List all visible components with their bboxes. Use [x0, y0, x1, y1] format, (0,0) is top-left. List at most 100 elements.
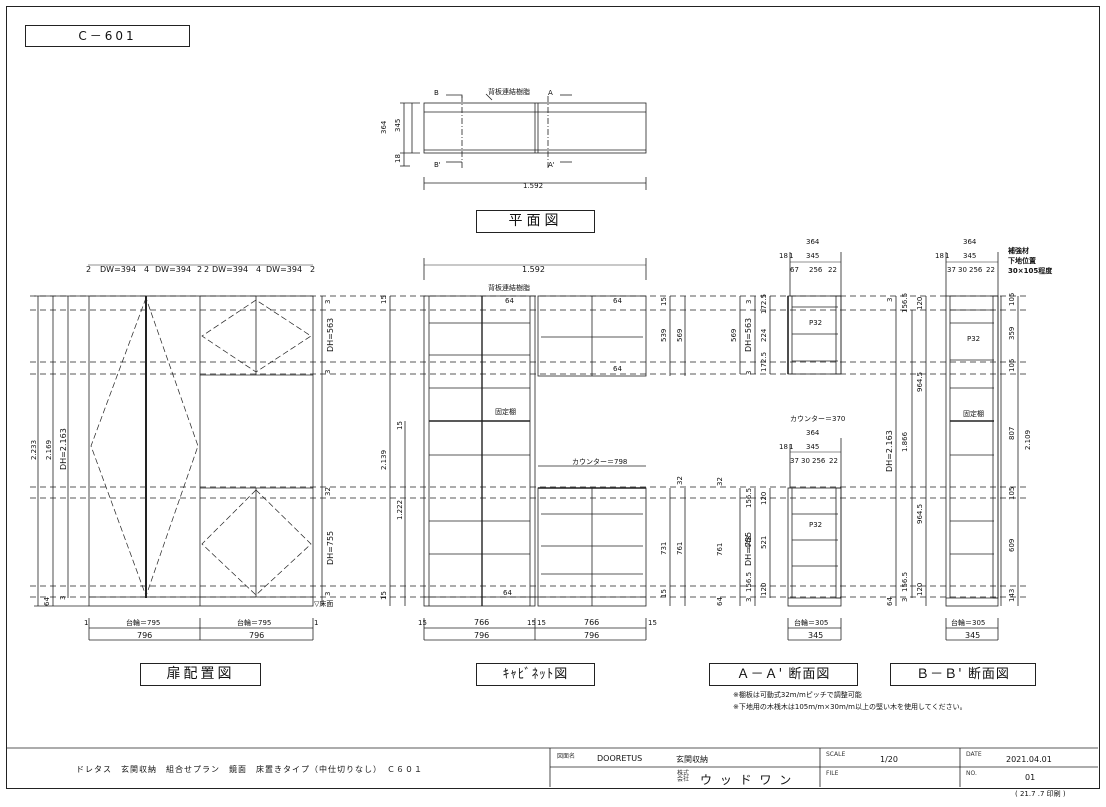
bb-r-143: 143	[1008, 589, 1016, 602]
title-block-date-label: DATE	[966, 751, 982, 758]
cab-h-15e: 15	[660, 589, 668, 598]
title-block-lines	[6, 747, 1098, 787]
section-bb-view	[895, 252, 1019, 641]
title-block-file-label: FILE	[826, 770, 839, 777]
door-gap-64: 64	[43, 597, 51, 606]
aa-v-3a: 3	[745, 300, 753, 304]
aa-v-521: 521	[760, 536, 768, 549]
dw-2: DW=394	[100, 265, 136, 274]
bb-v-1866: 1.866	[901, 431, 909, 452]
aa-top-364: 364	[806, 238, 820, 246]
title-block-description: ドレタス 玄関収納 組合せプラン 鏡面 床置きタイプ（中仕切りなし） Ｃ６０１	[76, 765, 423, 774]
cab-h-15b: 15	[396, 421, 404, 430]
bb-reinforce-1: 補強材	[1007, 246, 1029, 255]
cab-h-1222: 1.222	[396, 500, 404, 520]
section-bb-title-box: Ｂ－Ｂ' 断面図	[890, 663, 1036, 686]
bb-v-156b: 156.5	[901, 572, 909, 592]
door-gap-3c: 3	[324, 592, 332, 596]
title-block-drawing-name-label: 図面名	[557, 753, 576, 760]
bb-v-120b: 120	[916, 583, 924, 596]
cab-w-15l: 15	[418, 619, 427, 627]
cab-back-label: 背板連結樹脂	[488, 283, 530, 292]
sheet-border	[6, 6, 1100, 789]
aa-mid-18: 18	[779, 443, 788, 451]
dw-10: 2	[310, 265, 315, 274]
title-block-product: 玄関収納	[676, 755, 708, 764]
aa-v-448: 448	[745, 536, 753, 549]
plan-depth-inner: 345	[394, 119, 402, 132]
aa-v-172b: 172.5	[760, 352, 768, 372]
door-edge-1: 1	[84, 619, 88, 627]
aa-top-67: 67	[790, 266, 799, 274]
door-view	[34, 264, 323, 641]
aa-v-172a: 172.5	[760, 294, 768, 314]
aa-top-1: 1	[789, 252, 793, 260]
plan-view	[400, 93, 647, 190]
title-block-brand: DOORETUS	[597, 754, 643, 763]
bb-dh: DH=2.163	[885, 430, 894, 472]
cab-counter: カウンター＝798	[572, 457, 627, 466]
door-edge-1b: 1	[314, 619, 318, 627]
aa-v-3b: 3	[745, 371, 753, 375]
bb-top-37: 37	[947, 266, 956, 274]
cab-h-15c: 15	[380, 591, 388, 600]
bb-top-345: 345	[963, 252, 976, 260]
bb-top-256: 256	[969, 266, 983, 274]
bb-top-1: 1	[945, 252, 949, 260]
aa-base-w: 345	[808, 631, 823, 640]
bb-r-105b: 105	[1008, 359, 1016, 372]
bb-top-364: 364	[963, 238, 977, 246]
door-gap-3a: 3	[324, 300, 332, 304]
cabinet-view-title: ｷｬﾋﾞﾈｯﾄ図	[502, 667, 569, 682]
aa-v-120b: 120	[760, 583, 768, 596]
aa-base-label: 台輪＝305	[794, 618, 828, 627]
door-w1: 796	[137, 631, 152, 640]
aa-mid-22: 22	[829, 457, 838, 465]
door-dh-lower: DH=755	[326, 531, 335, 565]
door-dh-upper: DH=563	[326, 318, 335, 352]
aa-v-224: 224	[760, 328, 768, 342]
drawing-id: C－601	[78, 29, 137, 43]
cab-h-2139: 2.139	[380, 450, 388, 470]
plan-back-label: 背板連結樹脂	[488, 87, 530, 96]
plan-view-labels: B A B' A' 背板連結樹脂 364 345 18 1.592	[380, 87, 555, 190]
bb-v-3b: 3	[901, 598, 909, 602]
door-height-total: 2.233	[30, 440, 38, 460]
door-view-labels: 2 DW=394 4 DW=394 2 2 DW=394 4 DW=394 2 …	[30, 265, 335, 640]
cab-fixed-shelf: 固定棚	[495, 407, 516, 416]
title-block-print-note: ( 21.7 .7 印刷 )	[1015, 790, 1066, 798]
aa-v-156a: 156.5	[745, 488, 753, 508]
cab-h-64b: 64	[613, 297, 622, 305]
title-block-company: ウ ッ ド ワ ン	[700, 773, 794, 787]
title-block-no-label: NO.	[966, 770, 977, 777]
aa-p32a: P32	[809, 319, 822, 327]
door-base-1: 台輪＝795	[126, 618, 160, 627]
dw-5: 2	[197, 265, 202, 274]
section-aa-labels: 364 18 1 345 67 256 22 P32 P32 カウンター＝370…	[716, 238, 845, 640]
dw-6: 2	[204, 265, 209, 274]
note-2: ※下地用の木桟木は105m/m×30m/m以上の堅い木を使用してください。	[733, 702, 967, 711]
cab-h-569: 569	[676, 329, 684, 342]
bb-r-609: 609	[1008, 539, 1016, 552]
aa-mid-37: 37	[790, 457, 799, 465]
bb-base-label: 台輪＝305	[951, 618, 985, 627]
cab-h-64a: 64	[505, 297, 514, 305]
aa-p32b: P32	[809, 521, 822, 529]
cab-width-total: 1.592	[522, 265, 545, 274]
aa-counter: カウンター＝370	[790, 414, 845, 423]
door-base-2: 台輪＝795	[237, 618, 271, 627]
plan-depth-total: 364	[380, 120, 388, 134]
door-view-title: 扉配置図	[166, 666, 235, 682]
title-block-date: 2021.04.01	[1006, 755, 1052, 764]
aa-dh-563: DH=563	[744, 318, 753, 352]
door-w2: 796	[249, 631, 264, 640]
aa-top-345: 345	[806, 252, 819, 260]
cab-h-539: 539	[660, 329, 668, 342]
section-aa-view	[739, 252, 842, 641]
door-gap-3b: 3	[324, 370, 332, 374]
cab-w-15n: 15	[537, 619, 546, 627]
aa-mid-345: 345	[806, 443, 819, 451]
door-dh-full: DH=2.163	[59, 428, 68, 470]
plan-mark-b: B	[434, 89, 439, 97]
